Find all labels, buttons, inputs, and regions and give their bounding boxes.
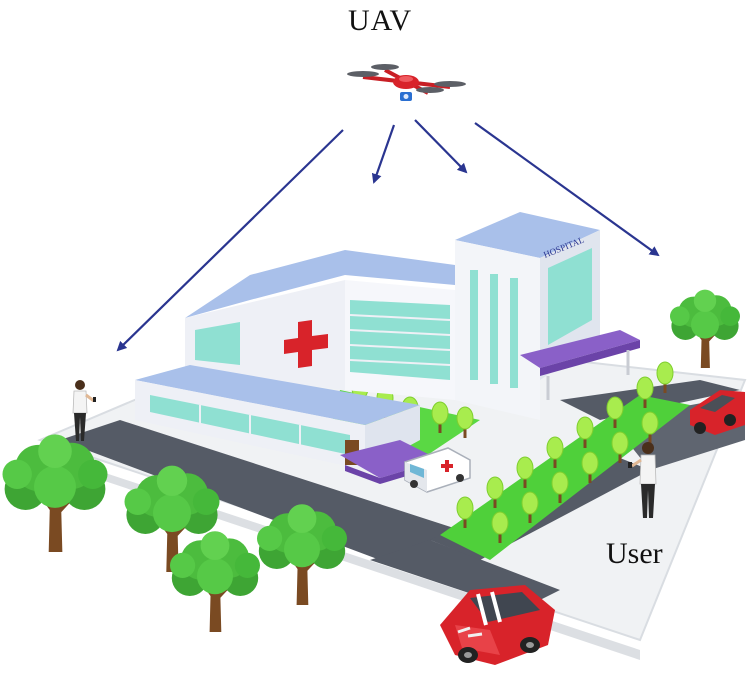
red-cross-icon — [284, 320, 328, 368]
signal-arrows — [116, 119, 660, 352]
ambulance-icon — [404, 447, 471, 493]
person-with-phone-icon — [628, 442, 657, 518]
signal-arrow-icon — [474, 122, 660, 257]
tree-icon — [670, 289, 740, 368]
signal-arrow-icon — [414, 119, 468, 174]
car-icon — [440, 585, 555, 665]
signal-arrow-icon — [116, 129, 344, 352]
car-icon — [690, 390, 745, 435]
drone-icon — [347, 64, 466, 101]
user-label: User — [606, 537, 663, 570]
tree-icon — [170, 531, 260, 632]
signal-arrow-icon — [371, 124, 396, 184]
person-with-phone-icon — [72, 380, 96, 441]
uav-label: UAV — [348, 4, 413, 37]
hospital-building-icon: HOSPITAL — [135, 212, 640, 484]
